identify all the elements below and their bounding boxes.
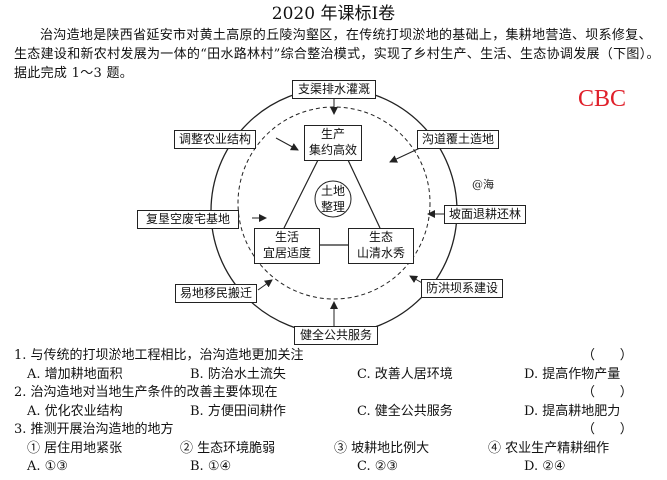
arrow-gully [389, 147, 421, 163]
triangle-edge-left [283, 159, 319, 229]
q2-option-c: C. 健全公共服务 [357, 404, 453, 419]
cbc-stamp: CBC [578, 86, 627, 112]
box-reclaim-homestead: 复垦空废宅基地 [137, 210, 239, 229]
question-1-paren: （ ） [582, 348, 633, 363]
q3-option-d: D. ②④ [524, 459, 566, 474]
q2-option-a: A. 优化农业结构 [27, 404, 123, 419]
q3-option-b: B. ①④ [190, 459, 232, 474]
q3-item-4: ④ 农业生产精耕细作 [488, 441, 610, 456]
box-gully-land: 沟道覆土造地 [417, 130, 499, 149]
box-relocation: 易地移民搬迁 [175, 284, 257, 303]
q2-option-d: D. 提高耕地肥力 [524, 404, 621, 419]
question-1-stem: 1. 与传统的打坝淤地工程相比，治沟造地更加关注 [14, 348, 304, 363]
box-adjust-agri: 调整农业结构 [174, 130, 256, 149]
question-2-paren: （ ） [582, 385, 633, 400]
q2-option-b: B. 方便田间耕作 [190, 404, 286, 419]
q1-option-c: C. 改善人居环境 [357, 367, 453, 382]
page-title: 2020 年课标Ⅰ卷 [271, 4, 396, 24]
q1-option-b: B. 防治水土流失 [190, 367, 286, 382]
arrow-relocation [257, 279, 273, 291]
q1-option-a: A. 增加耕地面积 [27, 367, 123, 382]
box-flood-dam: 防洪坝系建设 [421, 279, 503, 298]
box-public-service: 健全公共服务 [294, 326, 378, 345]
q3-item-3: ③ 坡耕地比例大 [334, 441, 430, 456]
q3-item-2: ② 生态环境脆弱 [180, 441, 276, 456]
triangle-edge-right [347, 159, 381, 229]
q3-option-c: C. ②③ [357, 459, 399, 474]
question-2-stem: 2. 治沟造地对当地生产条件的改善主要体现在 [14, 385, 278, 400]
intro-paragraph: 治沟造地是陕西省延安市对黄土高原的丘陵沟壑区，在传统打坝淤地的基础上，集耕地营造… [14, 28, 660, 81]
center-label: 土地 整理 [320, 184, 345, 214]
question-3-paren: （ ） [582, 422, 633, 437]
q3-item-1: ① 居住用地紧张 [27, 441, 123, 456]
box-living: 生活 宜居适度 [254, 228, 320, 264]
box-production: 生产 集约高效 [304, 125, 362, 161]
box-slope-forest: 坡面退耕还林 [444, 205, 526, 224]
center-circle [314, 180, 352, 218]
question-3-stem: 3. 推测开展治沟造地的地方 [14, 422, 174, 437]
box-ecology: 生态 山清水秀 [348, 228, 414, 264]
q1-option-d: D. 提高作物产量 [524, 367, 621, 382]
arrow-adjust-agri [275, 137, 299, 151]
watermark-text: @海 [472, 178, 494, 191]
box-irrigation: 支渠排水灌溉 [292, 80, 376, 99]
q3-option-a: A. ①③ [27, 459, 68, 474]
